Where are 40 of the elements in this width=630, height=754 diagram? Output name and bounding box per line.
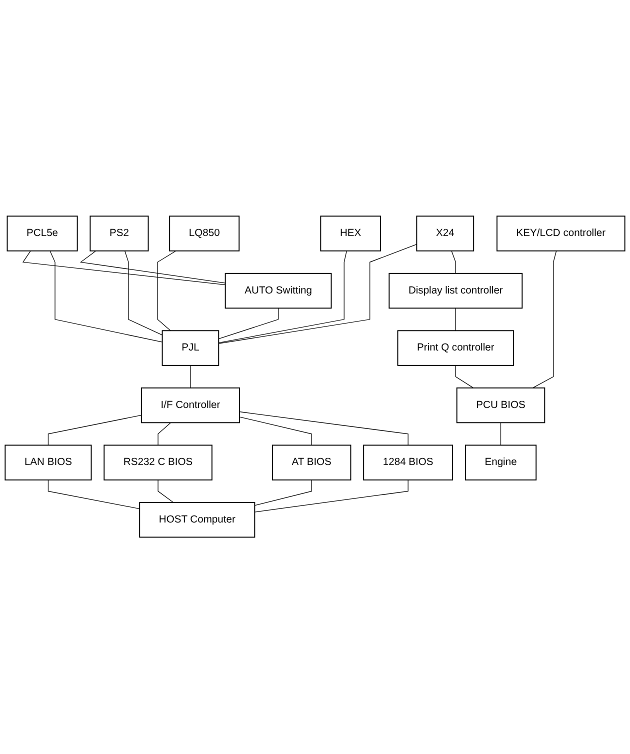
connector xyxy=(80,250,226,284)
node-box: LQ850 xyxy=(169,216,240,252)
node-box: X24 xyxy=(416,216,474,252)
connector xyxy=(239,412,408,446)
node-box: PJL xyxy=(162,330,220,366)
node-box: PCL5e xyxy=(6,216,78,252)
node-box: HEX xyxy=(320,216,381,252)
node-box: LAN BIOS xyxy=(4,445,92,481)
connector xyxy=(218,244,417,344)
connector xyxy=(532,250,557,389)
connector xyxy=(48,480,140,510)
connector xyxy=(455,308,456,332)
connector xyxy=(22,250,226,286)
connector xyxy=(157,250,176,332)
node-box: HOST Computer xyxy=(139,502,256,538)
node-box: 1284 BIOS xyxy=(363,445,454,481)
node-box: KEY/LCD controller xyxy=(496,216,626,252)
node-box: RS232 C BIOS xyxy=(104,445,212,481)
connector xyxy=(190,365,191,389)
node-box: PCU BIOS xyxy=(456,388,546,424)
connector xyxy=(455,365,474,389)
connector xyxy=(158,480,174,504)
connector xyxy=(48,415,142,446)
connector xyxy=(218,308,279,340)
node-box: AT BIOS xyxy=(272,445,352,481)
connector xyxy=(158,422,172,446)
node-box: PS2 xyxy=(90,216,149,252)
connector xyxy=(218,250,347,344)
connector xyxy=(239,416,312,446)
node-box: Print Q controller xyxy=(397,330,514,366)
connector xyxy=(124,250,163,336)
node-box: AUTO Switting xyxy=(224,273,332,309)
connector xyxy=(50,250,163,343)
connector xyxy=(451,250,456,274)
node-box: Display list controller xyxy=(388,273,523,309)
connector xyxy=(254,480,312,506)
node-box: Engine xyxy=(464,445,537,481)
node-box: I/F Controller xyxy=(140,388,240,424)
connector xyxy=(254,480,408,513)
connector xyxy=(500,422,502,446)
